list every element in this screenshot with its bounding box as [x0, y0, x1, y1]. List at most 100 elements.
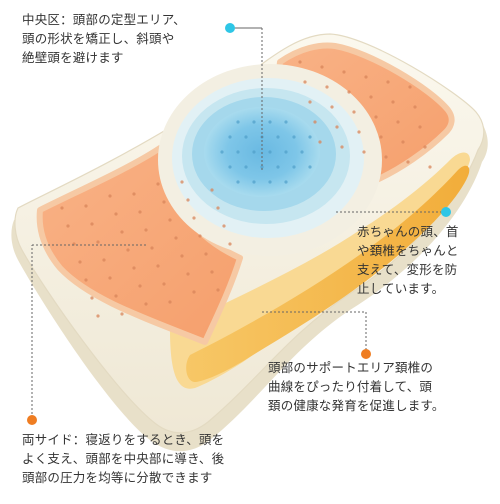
ventilation-dot	[114, 212, 118, 216]
ventilation-dot	[268, 180, 272, 184]
ventilation-dot	[150, 246, 154, 250]
ventilation-dot	[216, 206, 220, 210]
ventilation-dot	[284, 180, 288, 184]
ventilation-dot	[96, 240, 100, 244]
ventilation-dot	[391, 100, 395, 104]
ventilation-dot	[292, 165, 296, 169]
ventilation-dots-center	[220, 120, 312, 184]
ventilation-dot	[156, 264, 160, 268]
ventilation-dot	[236, 180, 240, 184]
ventilation-dot	[352, 110, 356, 114]
callout-dot-center	[225, 23, 235, 33]
ventilation-dot	[268, 120, 272, 124]
ventilation-dot	[260, 165, 264, 169]
ventilation-dot	[168, 300, 172, 304]
ventilation-dot	[78, 260, 82, 264]
ventilation-dot	[180, 254, 184, 258]
left-side-area	[36, 145, 243, 345]
ventilation-dot	[156, 182, 160, 186]
ventilation-dot	[313, 120, 317, 124]
ventilation-dot	[284, 150, 288, 154]
ventilation-dot	[325, 85, 329, 89]
callout-dot-support	[361, 349, 371, 359]
ventilation-dot	[132, 192, 136, 196]
ventilation-dot	[228, 135, 232, 139]
ventilation-dot	[379, 135, 383, 139]
ventilation-dot	[108, 194, 112, 198]
ventilation-dot	[340, 145, 344, 149]
ventilation-dot	[210, 188, 214, 192]
ventilation-dot	[216, 288, 220, 292]
ventilation-dot	[132, 266, 136, 270]
ventilation-dot	[401, 140, 405, 144]
ventilation-dot	[168, 218, 172, 222]
ventilation-dot	[222, 224, 226, 228]
callout-center-zone-text: 中央区：頭部の定型エリア、 頭の形状を矯正し、斜頭や 絶壁頭を避けます	[22, 12, 186, 65]
ventilation-dot	[396, 120, 400, 124]
callout-both-sides-text: 両サイド：寝返りをするとき、頭を よく支え、頭部を中央部に導き、後 頭部の圧力を…	[22, 432, 225, 485]
ventilation-dot	[276, 135, 280, 139]
ventilation-dot	[298, 60, 302, 64]
ventilation-dot	[192, 216, 196, 220]
ventilation-dot	[186, 198, 190, 202]
ventilation-dot	[138, 284, 142, 288]
ventilation-dot	[408, 85, 412, 89]
ventilation-dot	[268, 150, 272, 154]
ventilation-dot	[162, 282, 166, 286]
support-strip	[186, 165, 470, 383]
ventilation-dot	[318, 140, 322, 144]
ventilation-dot	[236, 150, 240, 154]
ventilation-dot	[362, 150, 366, 154]
ventilation-dot	[90, 296, 94, 300]
ventilation-dot	[66, 224, 70, 228]
ventilation-dot	[174, 236, 178, 240]
ventilation-dot	[228, 242, 232, 246]
ventilation-dot	[236, 120, 240, 124]
ventilation-dot	[342, 70, 346, 74]
ventilation-dot	[210, 270, 214, 274]
ventilation-dot	[114, 294, 118, 298]
ventilation-dot	[220, 150, 224, 154]
ventilation-dot	[386, 80, 390, 84]
ventilation-dot	[292, 135, 296, 139]
ventilation-dot	[102, 258, 106, 262]
ventilation-dot	[60, 206, 64, 210]
ventilation-dot	[357, 130, 361, 134]
ventilation-dot	[120, 230, 124, 234]
ventilation-dot	[284, 120, 288, 124]
ventilation-dot	[300, 150, 304, 154]
ventilation-dot	[364, 75, 368, 79]
ventilation-dots	[60, 60, 432, 318]
callout-dot-sides	[27, 415, 37, 425]
ventilation-dot	[204, 252, 208, 256]
ventilation-dot	[276, 165, 280, 169]
ventilation-dot	[120, 312, 124, 316]
ventilation-dot	[252, 120, 256, 124]
ventilation-dot	[84, 204, 88, 208]
ventilation-dot	[198, 234, 202, 238]
ventilation-dot	[308, 165, 312, 169]
ventilation-dot	[384, 155, 388, 159]
ventilation-dot	[162, 200, 166, 204]
ventilation-dot	[96, 314, 100, 318]
ventilation-dot	[406, 160, 410, 164]
callout-dot-right	[441, 207, 451, 217]
ventilation-dot	[138, 210, 142, 214]
ventilation-dot	[228, 165, 232, 169]
ventilation-dot	[126, 248, 130, 252]
ventilation-dot	[144, 302, 148, 306]
ventilation-dot	[374, 115, 378, 119]
callout-neck-support-text: 赤ちゃんの頭、首 や頚椎をちゃんと 支えて、変形を防 止しています。	[357, 224, 459, 296]
ventilation-dot	[252, 150, 256, 154]
ventilation-dot	[144, 228, 148, 232]
ventilation-dot	[84, 278, 88, 282]
ventilation-dot	[413, 105, 417, 109]
ventilation-dot	[428, 165, 432, 169]
ventilation-dot	[108, 276, 112, 280]
ventilation-dot	[244, 135, 248, 139]
ventilation-dot	[252, 180, 256, 184]
ventilation-dot	[308, 135, 312, 139]
ventilation-dot	[330, 105, 334, 109]
